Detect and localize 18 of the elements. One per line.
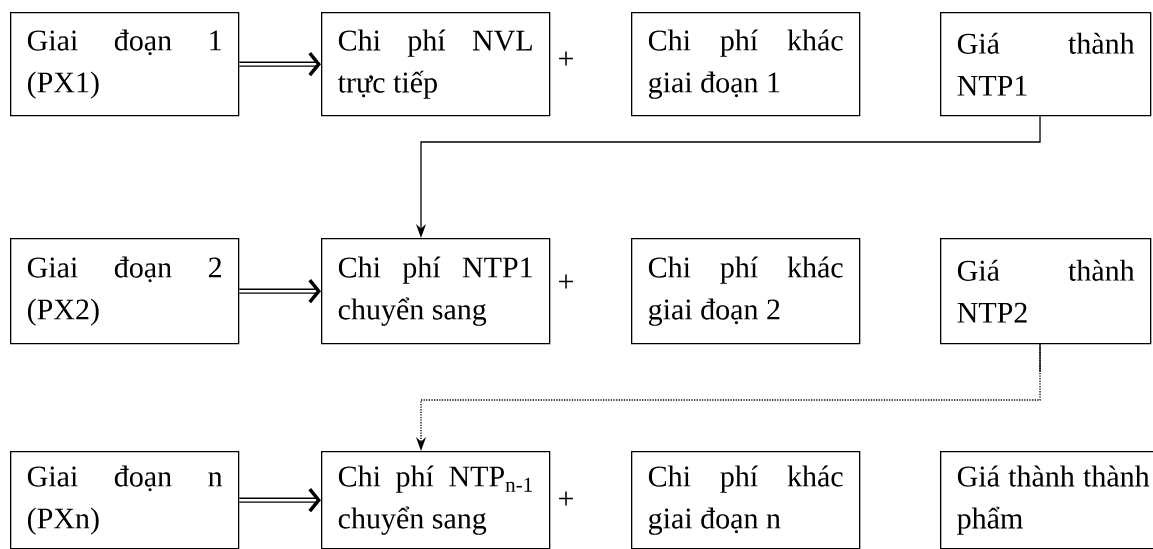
process-box: Giai đoạn n (PXn) [10, 451, 240, 549]
plus-sign: + [559, 51, 573, 66]
process-box: Chi phí khác giai đoạn 1 [631, 12, 861, 117]
process-box: Chi phí khác giai đoạn 2 [631, 238, 861, 345]
process-box: Giá thành thành phẩm [940, 451, 1153, 549]
double-arrow [239, 488, 321, 513]
process-box: Giai đoạn 1 (PX1) [10, 12, 240, 117]
process-box: Giá thành NTP2 [940, 238, 1152, 345]
process-box: Giai đoạn 2 (PX2) [10, 238, 240, 345]
double-arrow [239, 52, 321, 77]
plus-sign: + [559, 491, 573, 506]
process-box: Chi phí khác giai đoạn n [631, 451, 861, 549]
process-box: Giá thành NTP1 [940, 12, 1152, 117]
process-box: Chi phí NTP$_{n-1}$ chuyển sang [321, 451, 551, 549]
process-box: Chi phí NVL trực tiếp [321, 12, 551, 117]
double-arrow [239, 279, 321, 304]
plus-sign: + [559, 274, 573, 289]
process-box: Chi phí NTP1 chuyển sang [321, 238, 551, 345]
